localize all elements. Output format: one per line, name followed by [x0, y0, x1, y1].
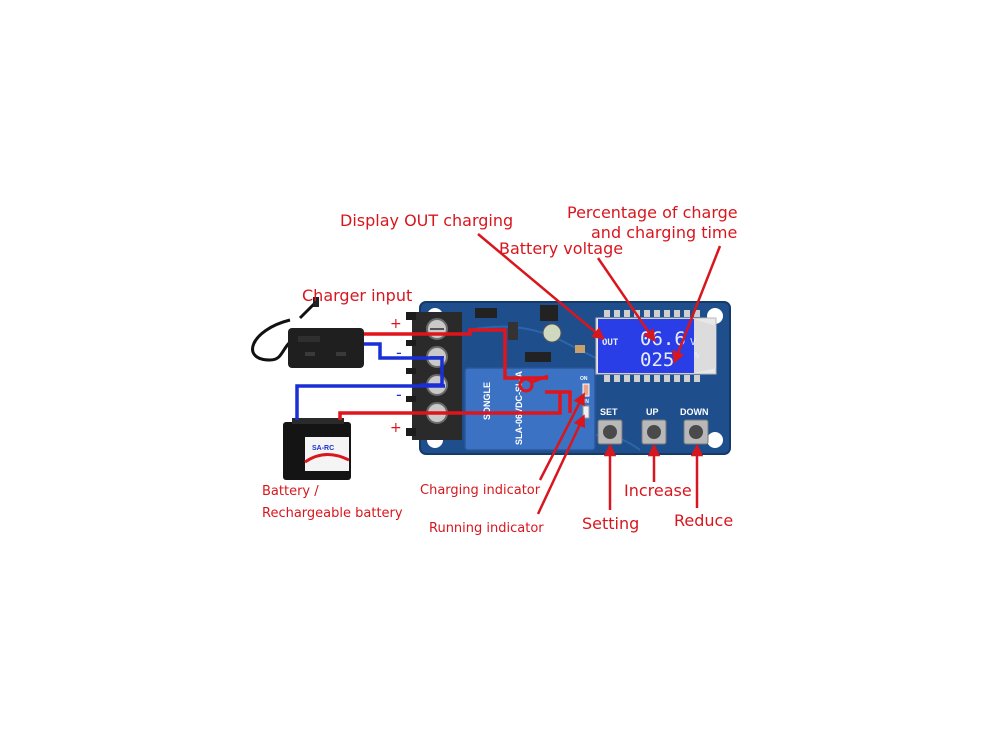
label-increase: Increase — [624, 481, 692, 500]
label-display-out: Display OUT charging — [340, 211, 513, 230]
label-running-indicator: Running indicator — [429, 521, 544, 536]
battery-minus-sign: - — [396, 385, 402, 404]
battery-positive-wire — [338, 392, 562, 420]
charging-indicator-led: ON — [580, 376, 590, 397]
lcd-percent-unit: % — [694, 351, 700, 361]
charger-adapter — [251, 297, 364, 368]
annotation-lines — [477, 233, 722, 515]
label-setting: Setting — [582, 514, 639, 533]
up-button-label: UP — [646, 407, 659, 417]
relay: SONGLE SLA-06VDC-SL-A — [464, 367, 596, 451]
set-button-label: SET — [600, 407, 618, 417]
percentage-pointer — [672, 245, 722, 364]
label-charger-input: Charger input — [302, 286, 412, 305]
label-battery-voltage: Battery voltage — [499, 239, 623, 258]
down-button-label: DOWN — [680, 407, 709, 417]
terminal-screw — [426, 318, 448, 340]
label-percentage-line2: and charging time — [591, 223, 737, 242]
lcd-percent-value: 025 — [640, 349, 674, 371]
battery-negative-wire — [295, 384, 445, 420]
running-indicator-pointer — [536, 414, 586, 515]
battery-plus-sign: + — [390, 420, 402, 436]
terminal-block — [406, 312, 462, 440]
charging-indicator-pointer — [538, 392, 585, 481]
relay-model: SLA-06VDC-SL-A — [514, 370, 524, 445]
up-button[interactable]: UP — [641, 407, 667, 445]
led-on-label: ON — [580, 376, 588, 382]
label-percentage-line1: Percentage of charge — [567, 203, 738, 222]
charger-positive-wire — [364, 328, 548, 380]
label-battery-line1: Battery / — [262, 484, 319, 499]
components — [475, 305, 585, 362]
charger-minus-sign: - — [396, 343, 402, 362]
battery: SA-RC — [283, 418, 351, 480]
label-battery-line2: Rechargeable battery — [262, 506, 403, 521]
mount-hole — [707, 432, 723, 448]
display-out-pointer — [477, 233, 605, 341]
lcd-display: OUT 06.6 V 025 % — [595, 310, 717, 382]
set-button[interactable]: SET — [597, 407, 623, 445]
down-button[interactable]: DOWN — [680, 407, 709, 445]
wires — [295, 328, 572, 420]
battery-brand: SA-RC — [312, 445, 334, 452]
label-charging-indicator: Charging indicator — [420, 483, 541, 498]
lcd-out-label: OUT — [602, 338, 619, 348]
label-reduce: Reduce — [674, 511, 733, 530]
relay-brand: SONGLE — [482, 382, 492, 420]
lcd-voltage-unit: V — [690, 337, 696, 348]
charger-plus-sign: + — [390, 316, 402, 332]
battery-voltage-pointer — [596, 257, 656, 343]
